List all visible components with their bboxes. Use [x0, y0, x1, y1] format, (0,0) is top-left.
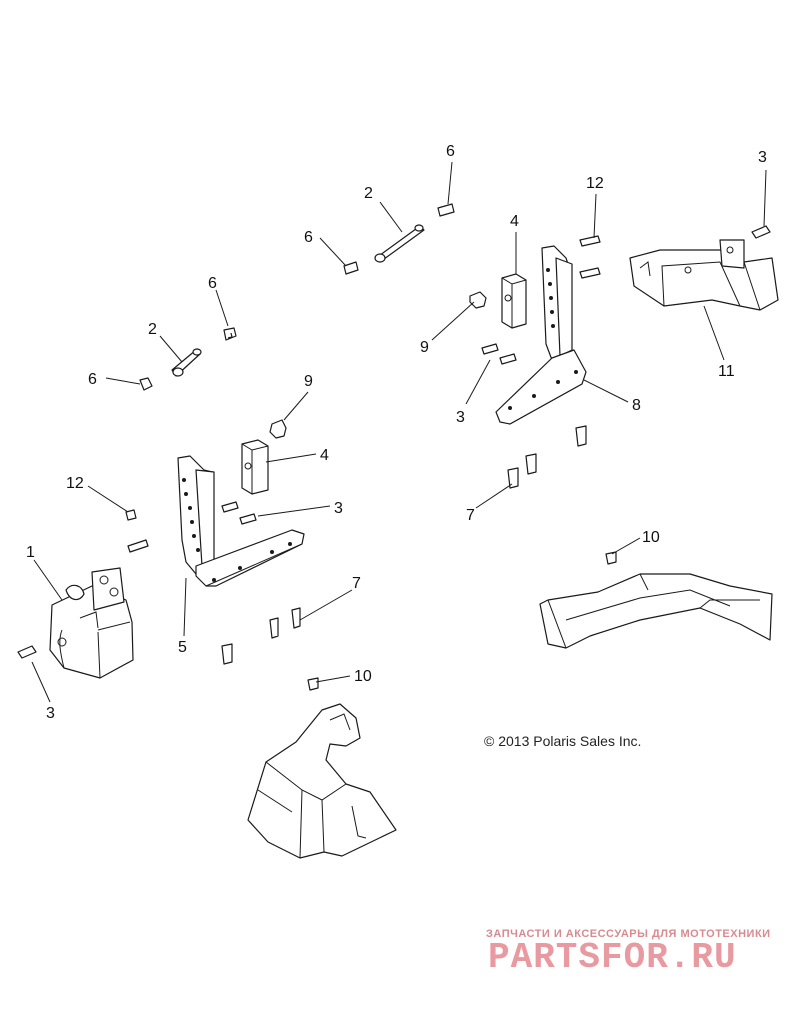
part-8-bracket — [495, 245, 587, 425]
callout-3: 3 — [334, 500, 343, 517]
part-7-screw — [291, 607, 301, 629]
part-4-clamp — [241, 439, 269, 495]
part-5-bracket — [177, 455, 305, 587]
part-6-bolt — [223, 327, 237, 341]
part-3-bolt — [481, 343, 499, 355]
callout-6: 6 — [208, 275, 217, 292]
part-3-bolt — [17, 645, 37, 659]
part-1-lamp-housing — [49, 567, 134, 679]
part-9-nut — [469, 291, 487, 309]
watermark-logo: PARTSFOR.RU — [488, 937, 737, 978]
callout-1: 1 — [26, 544, 35, 561]
copyright-notice: © 2013 Polaris Sales Inc. — [484, 733, 642, 749]
right-fender-body — [539, 573, 773, 649]
callout-7: 7 — [352, 575, 361, 592]
part-12-bolt — [579, 267, 601, 279]
watermark-tagline: ЗАПЧАСТИ И АКСЕССУАРЫ ДЛЯ МОТОТЕХНИКИ — [486, 928, 771, 940]
part-7-screw — [507, 467, 519, 489]
callout-7: 7 — [466, 507, 475, 524]
left-fender-body — [247, 703, 397, 859]
callout-4: 4 — [320, 447, 329, 464]
part-12-bolt — [127, 539, 149, 553]
part-6-bolt — [139, 377, 153, 391]
callout-2: 2 — [364, 185, 373, 202]
part-4-clamp — [501, 273, 527, 329]
part-2-wire — [171, 348, 202, 377]
leader-lines — [31, 161, 767, 703]
part-7-screw — [575, 425, 587, 447]
callout-3: 3 — [758, 149, 767, 166]
callout-11: 11 — [718, 363, 735, 380]
callout-8: 8 — [632, 397, 641, 414]
part-3-bolt — [751, 225, 771, 239]
part-6-bolt — [343, 261, 359, 275]
callout-3: 3 — [456, 409, 465, 426]
callout-4: 4 — [510, 213, 519, 230]
part-11-lamp-housing — [629, 239, 779, 311]
part-10-clip — [307, 677, 319, 691]
part-10-clip — [605, 551, 617, 565]
part-3-bolt — [239, 513, 257, 525]
part-7-screw — [269, 617, 279, 639]
callout-10: 10 — [642, 529, 660, 546]
callout-6: 6 — [304, 229, 313, 246]
callout-6: 6 — [88, 371, 97, 388]
part-3-bolt — [221, 501, 239, 513]
callout-6: 6 — [446, 143, 455, 160]
part-3-bolt — [499, 353, 517, 365]
callout-12: 12 — [66, 475, 84, 492]
callout-10: 10 — [354, 668, 372, 685]
part-9-nut — [269, 419, 287, 439]
callout-3: 3 — [46, 705, 55, 722]
part-12-bolt — [125, 509, 137, 521]
callout-12: 12 — [586, 175, 604, 192]
part-12-bolt — [579, 235, 601, 247]
part-7-screw — [525, 453, 537, 475]
part-7-screw — [221, 643, 233, 665]
callout-9: 9 — [304, 373, 313, 390]
part-2-wire — [374, 224, 425, 263]
part-6-bolt — [437, 203, 455, 217]
callout-9: 9 — [420, 339, 429, 356]
callout-5: 5 — [178, 639, 187, 656]
callout-2: 2 — [148, 321, 157, 338]
